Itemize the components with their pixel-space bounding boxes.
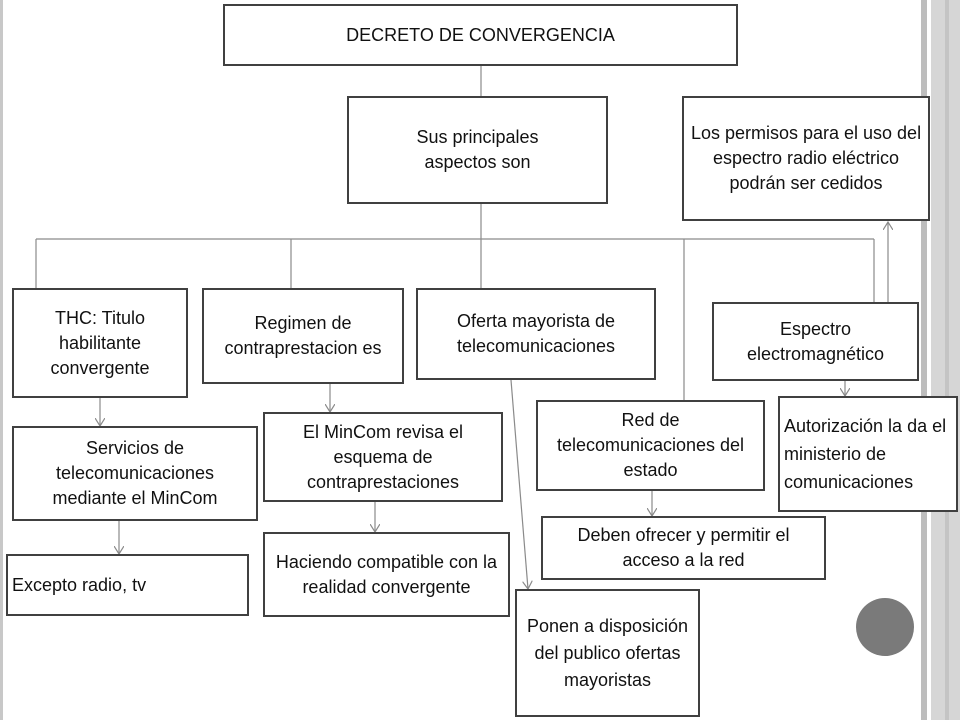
permisos-text: Los permisos para el uso del espectro ra… [690,123,922,193]
ponen-text: Ponen a disposición del publico ofertas … [526,615,689,690]
red-box: Red de telecomunicaciones del estado [536,400,765,491]
slide-border-right [921,0,927,720]
permisos-box: Los permisos para el uso del espectro ra… [682,96,930,221]
regimen-box: Regimen de contraprestacion es [202,288,404,384]
deben-box: Deben ofrecer y permitir el acceso a la … [541,516,826,580]
mincom-text: El MinCom revisa el esquema de contrapre… [302,421,464,492]
slide-border-left [0,0,3,720]
autorizacion-box: Autorización la da el ministerio de comu… [778,396,958,512]
excepto-text: Excepto radio, tv [12,574,147,595]
deben-text: Deben ofrecer y permitir el acceso a la … [577,525,790,570]
regimen-text: Regimen de contraprestacion es [224,313,382,358]
autorizacion-text: Autorización la da el ministerio de comu… [784,416,947,492]
thc-text: THC: Titulo habilitante convergente [50,307,150,378]
thc-box: THC: Titulo habilitante convergente [12,288,188,398]
espectro-box: Espectro electromagnético [712,302,919,381]
haciendo-text: Haciendo compatible con la realidad conv… [275,551,498,597]
title-box: DECRETO DE CONVERGENCIA [223,4,738,66]
excepto-box: Excepto radio, tv [6,554,249,616]
slide-border-right-stripe [945,0,949,720]
title-text: DECRETO DE CONVERGENCIA [346,24,615,45]
decorative-circle [856,598,914,656]
oferta-box: Oferta mayorista de telecomunicaciones [416,288,656,380]
arrow-oferta-ponen [510,379,528,589]
espectro-text: Espectro electromagnético [746,318,885,364]
servicios-box: Servicios de telecomunicaciones mediante… [12,426,258,521]
aspects-box: Sus principales aspectos son [347,96,608,204]
haciendo-box: Haciendo compatible con la realidad conv… [263,532,510,617]
servicios-text: Servicios de telecomunicaciones mediante… [52,438,218,508]
ponen-box: Ponen a disposición del publico ofertas … [515,589,700,717]
aspects-text: Sus principales aspectos son [416,127,539,172]
mincom-box: El MinCom revisa el esquema de contrapre… [263,412,503,502]
oferta-text: Oferta mayorista de telecomunicaciones [456,311,616,356]
red-text: Red de telecomunicaciones del estado [556,410,745,480]
